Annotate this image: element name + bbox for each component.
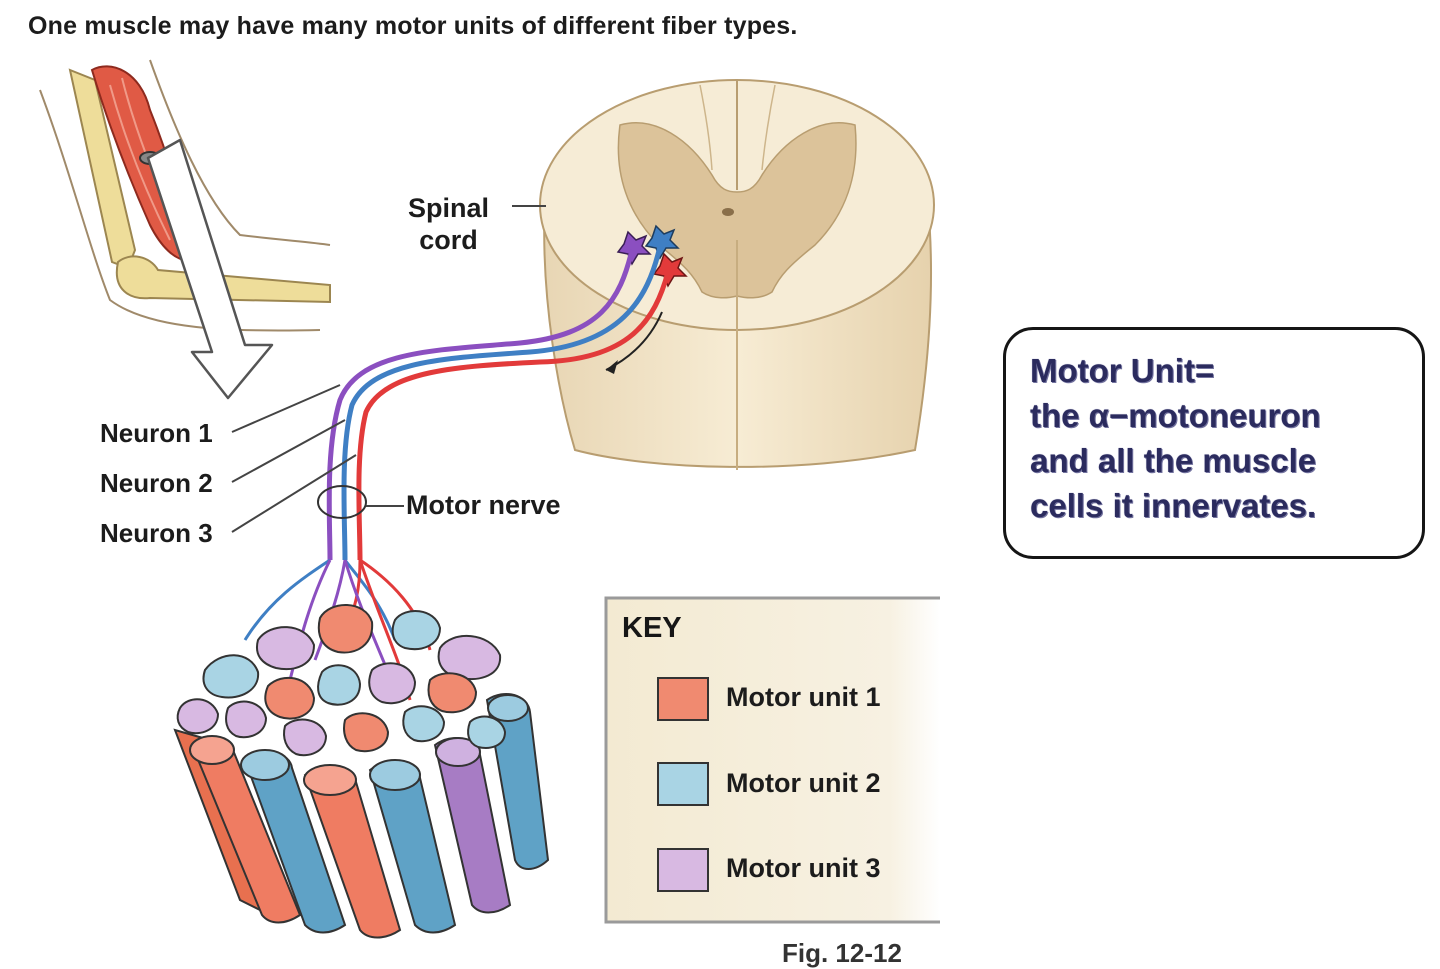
- neuron-2-label: Neuron 2: [100, 468, 213, 498]
- key-title: KEY: [622, 612, 682, 644]
- muscle-fiber-bundle: [173, 604, 550, 939]
- forearm-outline: [149, 59, 331, 246]
- spinal-cord-label-line2: cord: [419, 225, 478, 255]
- spinal-cord-illustration: [539, 79, 935, 470]
- key-label-motor-unit-3: Motor unit 3: [726, 853, 881, 883]
- neuron-2-cell-body: [644, 224, 680, 260]
- arm-illustration: [39, 59, 331, 400]
- motor-nerve-label: Motor nerve: [406, 490, 561, 520]
- key-swatch-motor-unit-3: [657, 848, 709, 892]
- neuron-1-label: Neuron 1: [100, 418, 213, 448]
- axon-neuron-3: [356, 271, 671, 561]
- figure-caption: One muscle may have many motor units of …: [28, 12, 798, 40]
- key-box: [604, 596, 940, 924]
- definition-box: [1003, 327, 1425, 559]
- key-label-motor-unit-2: Motor unit 2: [726, 768, 881, 798]
- gray-matter: [617, 122, 857, 299]
- motor-unit-definition: Motor Unit= the α−motoneuron and all the…: [1030, 352, 1321, 524]
- key-label-motor-unit-1: Motor unit 1: [726, 682, 881, 712]
- motor-nerve-marker: [317, 485, 367, 519]
- key-swatch-motor-unit-1: [657, 677, 709, 721]
- spinal-cord-label-line1: Spinal: [408, 193, 490, 223]
- axon-neuron-1: [326, 249, 635, 561]
- leader-lines: [231, 205, 546, 533]
- central-canal: [722, 208, 734, 216]
- neuron-1-cell-body: [616, 230, 652, 266]
- axon-neuron-2: [341, 245, 663, 561]
- neuron-3-cell-body: [652, 252, 688, 288]
- zoom-arrow: [146, 138, 274, 400]
- figure-reference: Fig. 12-12: [782, 938, 902, 968]
- neuron-3-label: Neuron 3: [100, 518, 213, 548]
- key-swatch-motor-unit-2: [657, 762, 709, 806]
- spinal-cord-label: Spinal cord: [408, 192, 489, 256]
